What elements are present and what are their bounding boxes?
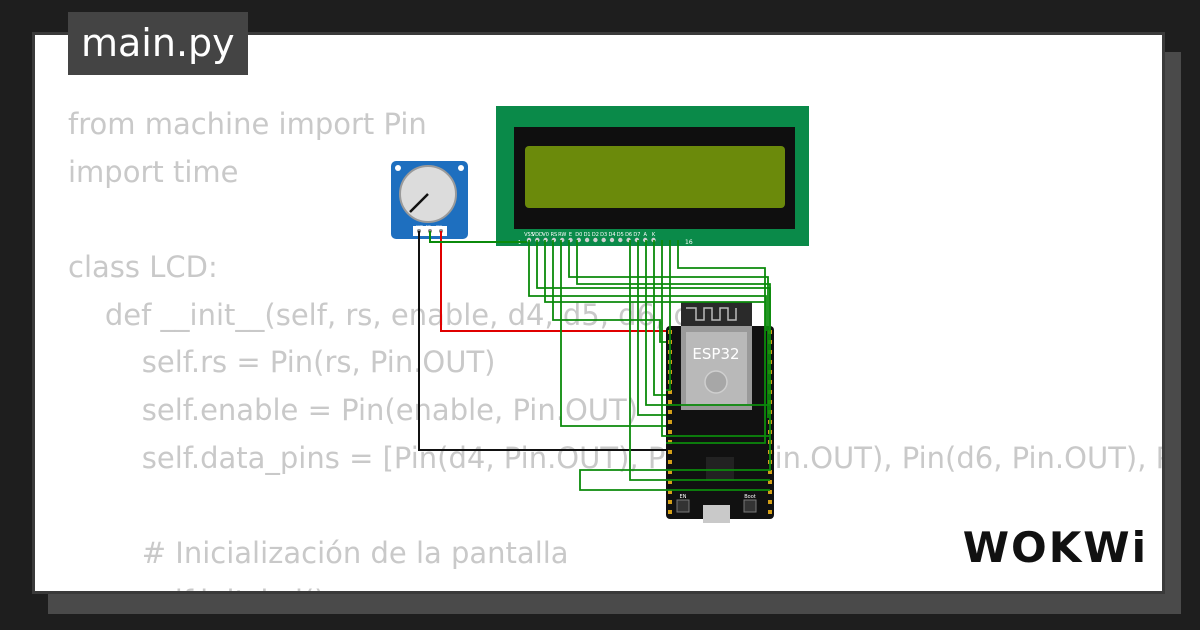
- lcd-pin: [601, 237, 606, 243]
- lcd-pin-last-number: 16: [685, 239, 693, 246]
- lcd-pin-label: D0: [575, 232, 582, 238]
- esp32-pin: [668, 500, 672, 504]
- esp32-pin: [768, 510, 772, 514]
- code-line: self.data_pins = [Pin(d4, Pin.OUT), Pin(…: [141, 440, 1162, 475]
- wire-signal: [661, 240, 770, 437]
- espressif-logo-icon: [704, 370, 728, 394]
- lcd-pin-label: D3: [600, 232, 607, 238]
- lcd-pin-label: RW: [558, 232, 566, 238]
- wire-signal: [544, 240, 766, 303]
- esp32-antenna: [681, 302, 752, 330]
- wokwi-logo: WOKWi: [962, 523, 1148, 572]
- wire-signal: [579, 480, 770, 491]
- lcd-pin-label: RS: [551, 232, 558, 238]
- esp32-pin: [668, 470, 672, 474]
- lcd-pin-label: VDD: [532, 232, 543, 238]
- boot-button-label: Boot: [744, 494, 756, 500]
- wire-power: [440, 231, 666, 332]
- esp32-pin: [668, 410, 672, 414]
- esp32-pin: [668, 420, 672, 424]
- esp32-pin: [668, 390, 672, 394]
- lcd-pin-label: K: [652, 232, 656, 238]
- lcd-pin-label: D1: [584, 232, 591, 238]
- lcd-pin-label: D7: [633, 232, 640, 238]
- esp32-pin: [668, 460, 672, 464]
- lcd-pin-label: A: [643, 232, 647, 238]
- code-preview: from machine import Pin import time class …: [68, 101, 1162, 591]
- code-line: self.rs = Pin(rs, Pin.OUT): [68, 345, 496, 380]
- wire-signal: [552, 240, 666, 343]
- lcd-pin-label: D5: [617, 232, 624, 238]
- code-line: class LCD:: [68, 250, 218, 285]
- wire-pot-signal: [429, 231, 527, 243]
- wire-signal: [637, 240, 666, 416]
- pot-pin-label: VCC: [436, 224, 442, 228]
- file-tab[interactable]: main.py: [68, 12, 248, 75]
- esp32-chip: [706, 457, 734, 481]
- esp32-antenna-trace: [686, 307, 737, 321]
- lcd-pin-label: E: [569, 232, 572, 238]
- esp32-pin: [668, 510, 672, 514]
- code-line: def __init__(self, rs, enable, d4, d5, d…: [68, 297, 732, 332]
- en-button: [676, 499, 690, 513]
- wire-signal: [666, 240, 766, 444]
- wire-signal: [629, 240, 770, 481]
- wire-signal: [568, 240, 769, 418]
- code-line: import time: [68, 154, 239, 189]
- lcd-pin: [593, 237, 598, 243]
- esp32-pin: [668, 440, 672, 444]
- wire-signal: [653, 240, 666, 396]
- boot-button: [743, 499, 757, 513]
- lcd-pin: [584, 237, 590, 243]
- lcd-pin-label: VSS: [524, 232, 534, 238]
- esp32-pin: [668, 490, 672, 494]
- esp32-chip-label: ESP32: [692, 345, 739, 363]
- wire-signal: [666, 240, 671, 391]
- pot-pin-label: GND: [416, 224, 424, 228]
- esp32-pin: [668, 450, 672, 454]
- esp32-pin: [768, 490, 772, 494]
- code-line: from machine import Pin: [68, 107, 427, 141]
- esp32-pin: [668, 400, 672, 404]
- pot-knob-indicator: [409, 193, 429, 213]
- code-line: self.init_lcd(): [68, 578, 1162, 591]
- pot-pin-label: SIG: [426, 224, 432, 228]
- en-button-label: EN: [680, 494, 687, 500]
- lcd-pin: [609, 237, 615, 243]
- wires: [418, 231, 771, 491]
- lcd-screen: [525, 146, 785, 208]
- usb-port: [703, 505, 730, 523]
- esp32-pin: [768, 470, 772, 474]
- pot-mount-hole: [395, 165, 401, 171]
- wire-signal: [560, 240, 666, 427]
- wire-ground: [418, 231, 666, 451]
- code-line: self.enable = Pin(enable, Pin.OUT): [68, 393, 639, 428]
- lcd-pin-label: D2: [592, 232, 599, 238]
- lcd-pin: [618, 237, 623, 243]
- potentiometer[interactable]: GND SIG VCC: [391, 161, 468, 239]
- esp32-pin: [668, 430, 672, 434]
- esp32-pin: [768, 480, 772, 484]
- pot-mount-hole: [458, 165, 464, 171]
- wire-signal: [576, 240, 771, 480]
- esp32-pin: [668, 480, 672, 484]
- lcd-pin-label: V0: [542, 232, 549, 238]
- code-line: # Inicialización de la pantalla: [68, 536, 569, 571]
- lcd-pin-label: D6: [625, 232, 632, 238]
- wire-signal: [528, 240, 767, 331]
- lcd-pin-label: D4: [608, 232, 615, 238]
- wire-signal: [645, 240, 770, 406]
- esp32-pin: [768, 500, 772, 504]
